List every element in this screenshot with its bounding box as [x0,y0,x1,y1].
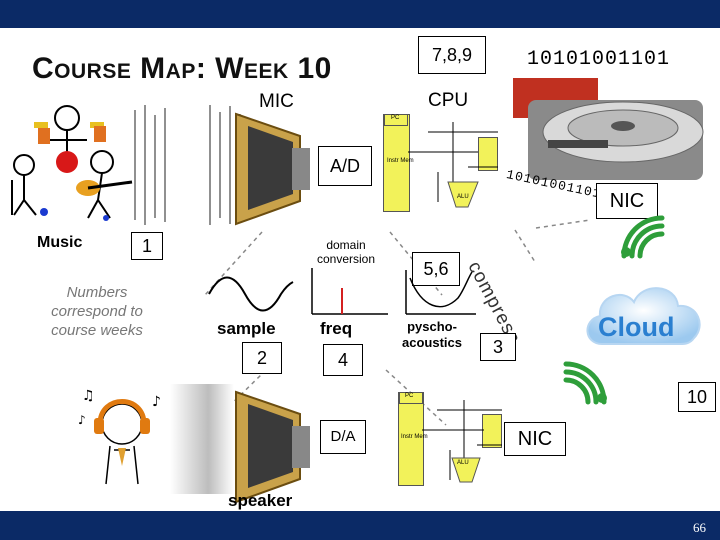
sound-gradient [170,384,234,494]
freq-graph [311,268,388,315]
sample-label: sample [217,319,276,338]
week-1-label: 1 [141,236,152,256]
week-1-box: 1 [131,232,163,260]
musicians-image [11,105,133,221]
chip-pc-block [384,114,408,126]
chip-pc-label: PC [391,115,400,121]
chip-bottom-instr-mem-block [398,392,424,486]
da-label: D/A [330,428,356,445]
output-speaker-image [235,390,310,504]
chip-bottom-pc-block [399,392,423,404]
page-number: 66 [693,520,706,535]
page-title: Course Map: Week 10 [32,52,332,85]
wifi-icon-top [621,215,665,259]
weeks-789-box: 7,8,9 [418,36,486,74]
chip-bottom-pc-label: PC [405,393,414,399]
svg-text:♪: ♪ [152,394,161,410]
mic-speaker-image [235,112,310,226]
chip-instr-mem-label: Instr Mem [387,158,414,164]
week-3-label: 3 [492,337,503,357]
weeks-56-box: 5,6 [412,252,460,286]
cloud-label: Cloud [598,312,675,342]
psychoacoustics-label: pyscho-acoustics [402,319,462,350]
week-10-label: 10 [686,387,708,407]
week-2-box: 2 [242,342,282,374]
music-label: Music [37,234,83,251]
week-2-label: 2 [256,348,267,368]
cpu-wires-bottom [422,400,502,483]
svg-text:♫: ♫ [82,388,95,404]
svg-text:♪: ♪ [78,413,86,427]
cloud-icon [586,287,701,345]
chip-register-block [478,137,498,171]
chip-instr-mem-block [383,114,410,212]
top-bar [0,0,720,28]
nic-bottom-box: NIC [504,422,566,456]
week-10-box: 10 [678,382,716,412]
week-4-box: 4 [323,344,363,376]
chip-bottom-register-block [482,414,502,448]
domain-conversion-label: domain conversion [316,238,376,266]
binary-top: 10101001101 [527,48,671,71]
ad-label: A/D [329,156,360,176]
hard-drive-image [513,78,704,180]
psychoacoustic-graph [405,270,476,315]
da-box: D/A [320,420,366,454]
nic-bottom-label: NIC [517,428,553,450]
nic-top-box: NIC [596,183,658,219]
mic-label: MIC [259,91,294,112]
weeks-56-label: 5,6 [423,259,449,279]
weeks-789-label: 7,8,9 [431,45,473,65]
chip-bottom-alu-label: ALU [457,460,469,466]
chip-bottom-instr-mem-label: Instr Mem [401,434,428,440]
week-3-box: 3 [480,333,516,361]
sine-wave-graph [208,276,294,312]
bottom-bar: 66 [0,511,720,540]
wifi-icon-bottom [563,361,607,405]
week-4-label: 4 [337,350,348,370]
chip-alu-label: ALU [457,194,469,200]
cpu-wires-top [408,122,498,208]
nic-top-label: NIC [609,190,645,212]
cpu-label: CPU [428,90,469,111]
headphone-person-image: ♫ ♪ ♪ [78,388,161,485]
speaker-label: speaker [228,491,293,510]
ad-box: A/D [318,146,372,186]
freq-label: freq [320,319,353,338]
week-note: Numbers correspond to course weeks [51,284,143,339]
